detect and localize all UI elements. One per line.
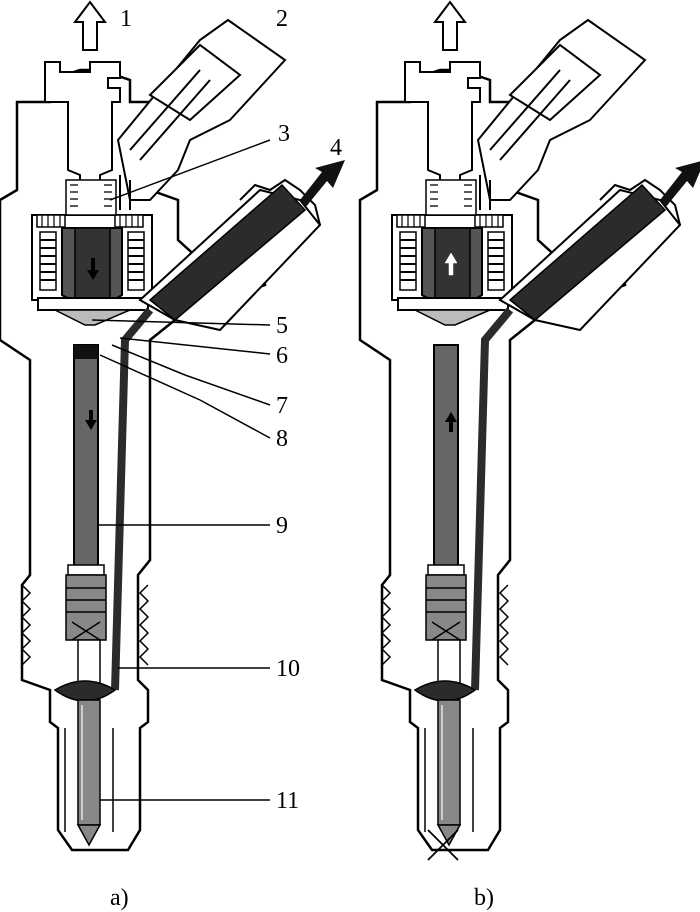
callout-5: 5 xyxy=(276,313,288,339)
inflow-arrow-icon xyxy=(660,161,700,208)
leader-lines xyxy=(91,139,271,801)
callout-6: 6 xyxy=(276,343,288,369)
needle-down-arrow-icon xyxy=(87,258,99,280)
needle-down-arrow-icon xyxy=(85,410,97,430)
callout-3: 3 xyxy=(278,121,290,147)
callout-7: 7 xyxy=(276,393,288,419)
callout-1: 1 xyxy=(120,6,132,32)
callout-11: 11 xyxy=(276,788,299,814)
callout-8: 8 xyxy=(276,426,288,452)
spray-mark xyxy=(427,829,459,861)
injector-a xyxy=(0,0,345,850)
inflow-arrow-icon xyxy=(300,160,345,208)
caption-b: b) xyxy=(474,885,494,911)
callout-10: 10 xyxy=(276,656,300,682)
needle-up-arrow-icon xyxy=(444,252,458,276)
control-valve-ball xyxy=(74,345,98,359)
caption-a: a) xyxy=(110,885,129,911)
needle-up-arrow-icon xyxy=(445,412,457,432)
callout-9: 9 xyxy=(276,513,288,539)
outflow-arrow-icon xyxy=(433,0,467,51)
callout-4: 4 xyxy=(330,135,342,161)
outflow-arrow-icon xyxy=(73,0,107,51)
injector-b xyxy=(360,0,700,861)
callout-2: 2 xyxy=(276,6,288,32)
